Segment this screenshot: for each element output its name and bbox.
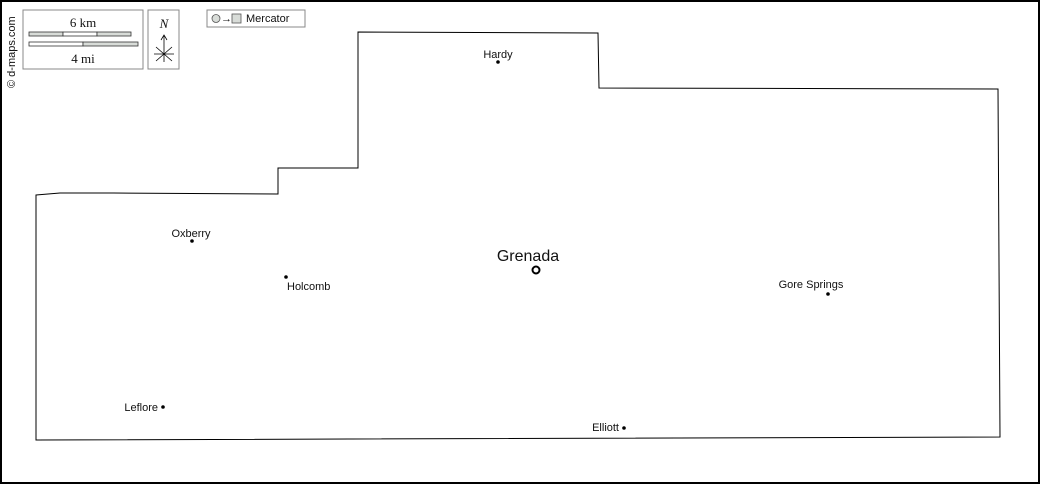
scale-mi-label: 4 mi xyxy=(71,51,95,66)
place-label: Oxberry xyxy=(171,228,211,240)
place-label: Elliott xyxy=(592,422,619,434)
place-leflore: Leflore xyxy=(124,402,165,414)
scale-bar: 6 km 4 mi xyxy=(22,9,144,70)
place-holcomb: Holcomb xyxy=(284,275,330,293)
place-label: Leflore xyxy=(124,402,158,414)
north-arrow: N xyxy=(147,9,180,70)
county-seat-icon xyxy=(531,265,541,275)
projection-label: Mercator xyxy=(246,13,290,25)
place-grenada: Grenada xyxy=(497,248,559,275)
place-elliott: Elliott xyxy=(592,422,626,434)
map-square-icon xyxy=(231,13,242,24)
place-label: Hardy xyxy=(483,49,513,61)
county-boundary xyxy=(35,31,1001,441)
place-hardy: Hardy xyxy=(483,49,513,64)
scale-box xyxy=(22,9,144,70)
projection-legend: → Mercator xyxy=(206,9,306,28)
north-label: N xyxy=(159,16,170,31)
credit-text: © d-maps.com xyxy=(6,16,18,88)
scale-km-label: 6 km xyxy=(70,15,96,30)
place-label: Gore Springs xyxy=(779,279,844,291)
place-gore-springs: Gore Springs xyxy=(779,279,844,296)
place-label: Holcomb xyxy=(287,281,330,293)
globe-icon xyxy=(211,14,221,23)
arrow-icon: → xyxy=(221,13,232,25)
place-oxberry: Oxberry xyxy=(171,228,211,243)
place-label: Grenada xyxy=(497,248,559,265)
